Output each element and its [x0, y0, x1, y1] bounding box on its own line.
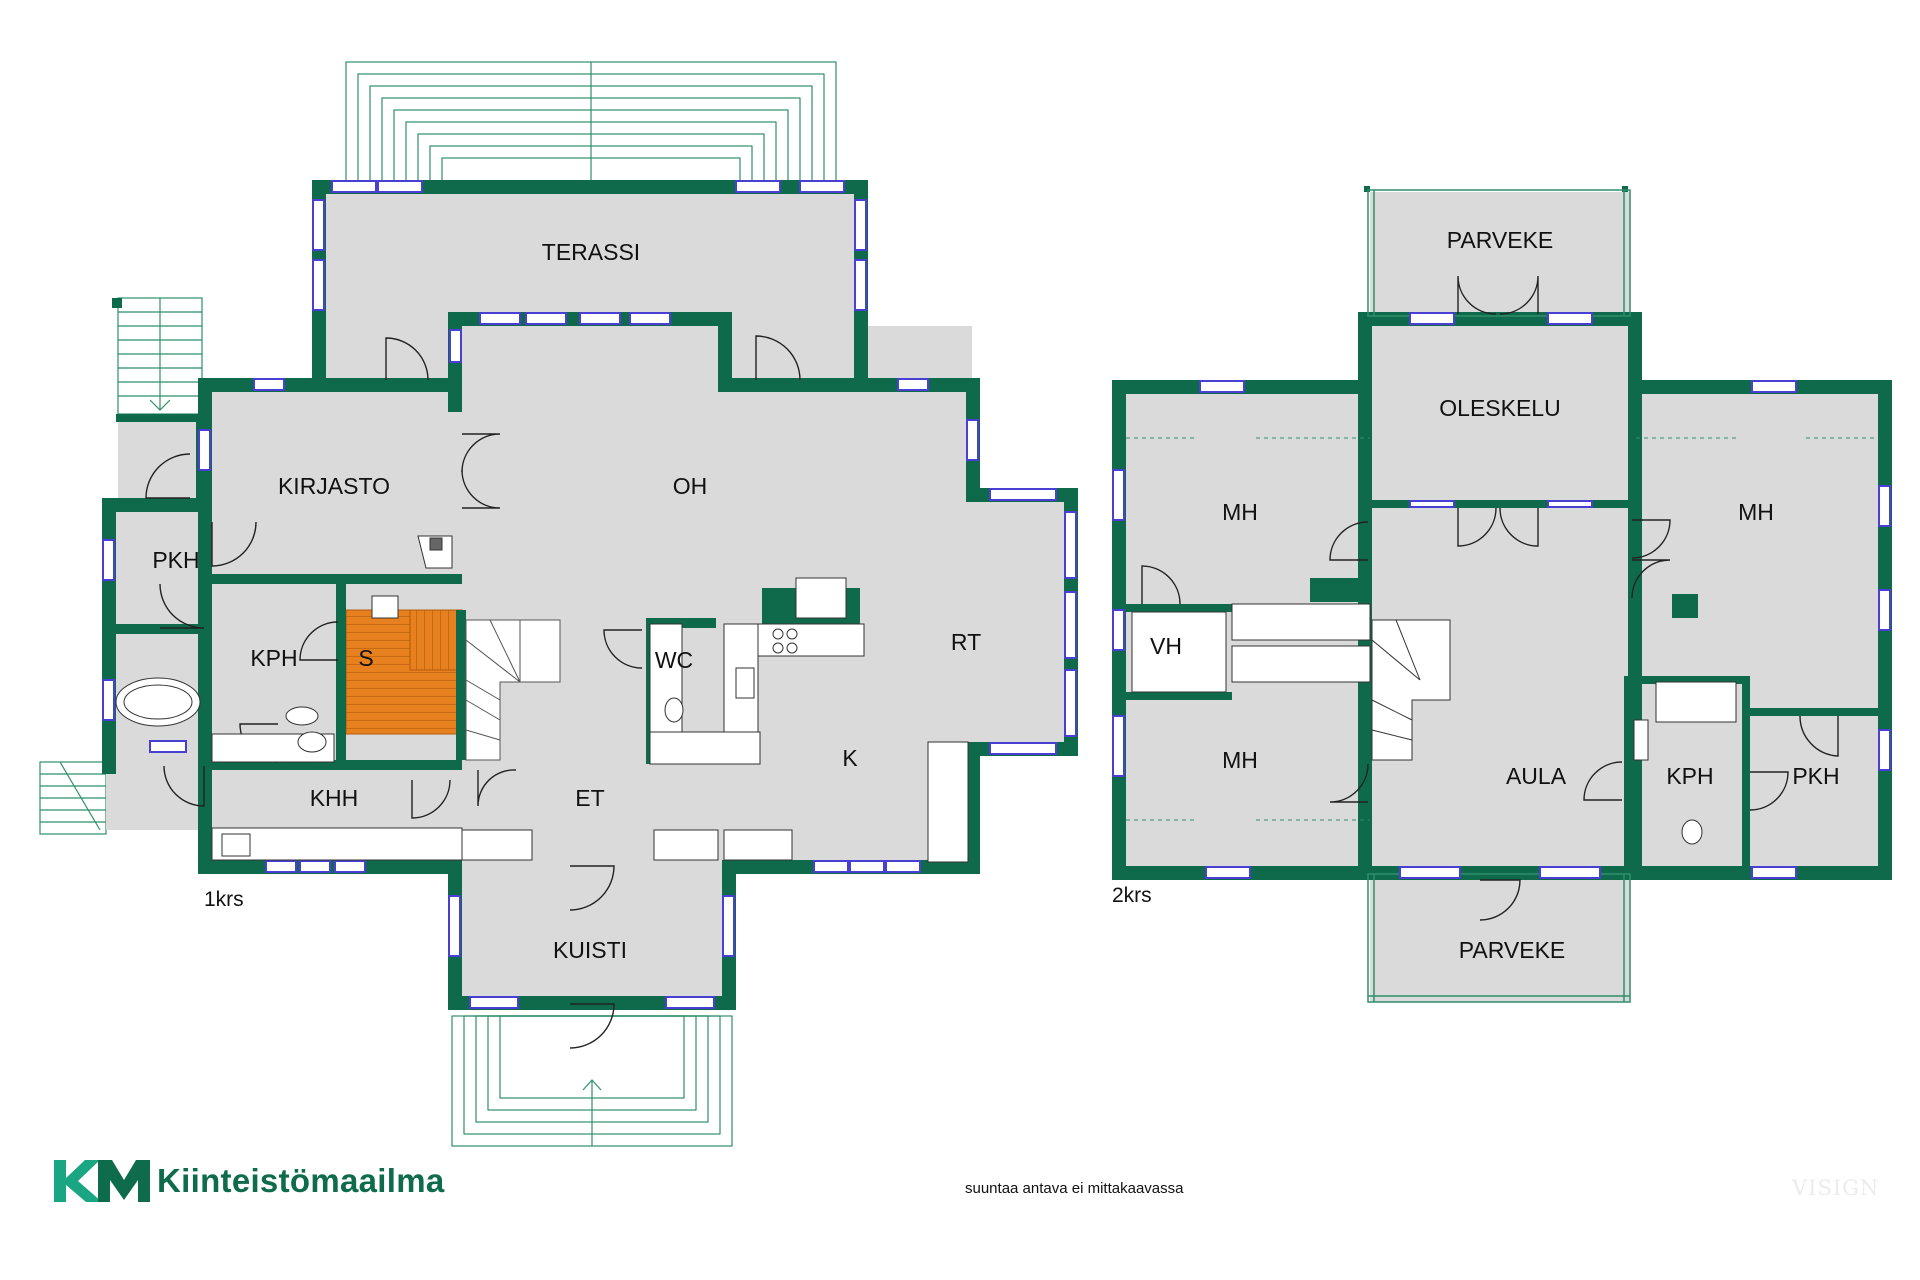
floor-label-2krs: 2krs — [1112, 884, 1152, 907]
room-label-wc: WC — [655, 647, 693, 673]
brand-name: Kiinteistömaailma — [157, 1162, 445, 1199]
room-label-kuisti: KUISTI — [553, 937, 627, 963]
room-label-s: S — [358, 645, 373, 671]
room-label-oh: OH — [673, 473, 708, 499]
floor2-labels: PARVEKE OLESKELU MH MH VH MH AULA KPH PK… — [1112, 227, 1840, 963]
floor2-dashed — [1126, 437, 1876, 821]
room-label-kph: KPH — [1666, 763, 1713, 789]
side-stairs-top — [112, 297, 203, 415]
terrace-steps — [345, 61, 837, 193]
kitchen-counters — [115, 535, 969, 863]
floor2-wardrobes — [1131, 603, 1737, 845]
room-label-mh-left-top: MH — [1222, 499, 1258, 525]
room-label-parveke-bottom: PARVEKE — [1459, 937, 1566, 963]
logo-mark — [54, 1160, 150, 1202]
room-label-pkh: PKH — [152, 547, 199, 573]
room-label-kph: KPH — [250, 645, 297, 671]
watermark: VISIGN — [1792, 1176, 1880, 1200]
room-label-terassi: TERASSI — [542, 239, 640, 265]
floor1-labels: TERASSI KIRJASTO OH PKH KPH S WC RT K KH… — [152, 239, 981, 963]
balcony-railings — [1367, 189, 1631, 1003]
room-label-k: K — [842, 745, 858, 771]
side-stairs-bottom — [39, 761, 107, 835]
floor2-windows — [1112, 312, 1891, 879]
porch-steps — [451, 1015, 733, 1147]
room-label-vh: VH — [1150, 633, 1182, 659]
room-label-mh-right: MH — [1738, 499, 1774, 525]
room-label-et: ET — [575, 785, 604, 811]
room-label-parveke-top: PARVEKE — [1447, 227, 1554, 253]
scale-note: suuntaa antava ei mittakaavassa — [965, 1180, 1184, 1197]
floor1-windows — [102, 180, 1077, 1009]
room-label-khh: KHH — [310, 785, 359, 811]
room-label-kirjasto: KIRJASTO — [278, 473, 390, 499]
floor-2: PARVEKE OLESKELU MH MH VH MH AULA KPH PK… — [1112, 186, 1892, 1003]
room-label-rt: RT — [951, 629, 981, 655]
room-label-pkh: PKH — [1792, 763, 1839, 789]
floor2-doors — [1141, 275, 1839, 921]
room-label-aula: AULA — [1506, 763, 1567, 789]
floor-1: TERASSI KIRJASTO OH PKH KPH S WC RT K KH… — [39, 61, 1078, 1147]
floor1-doors — [145, 335, 801, 1049]
floor-label-1krs: 1krs — [204, 888, 244, 911]
floor1-stairs — [465, 619, 561, 761]
room-label-mh-left-bottom: MH — [1222, 747, 1258, 773]
room-label-oleskelu: OLESKELU — [1439, 395, 1560, 421]
sauna-bench-upper — [409, 609, 463, 671]
